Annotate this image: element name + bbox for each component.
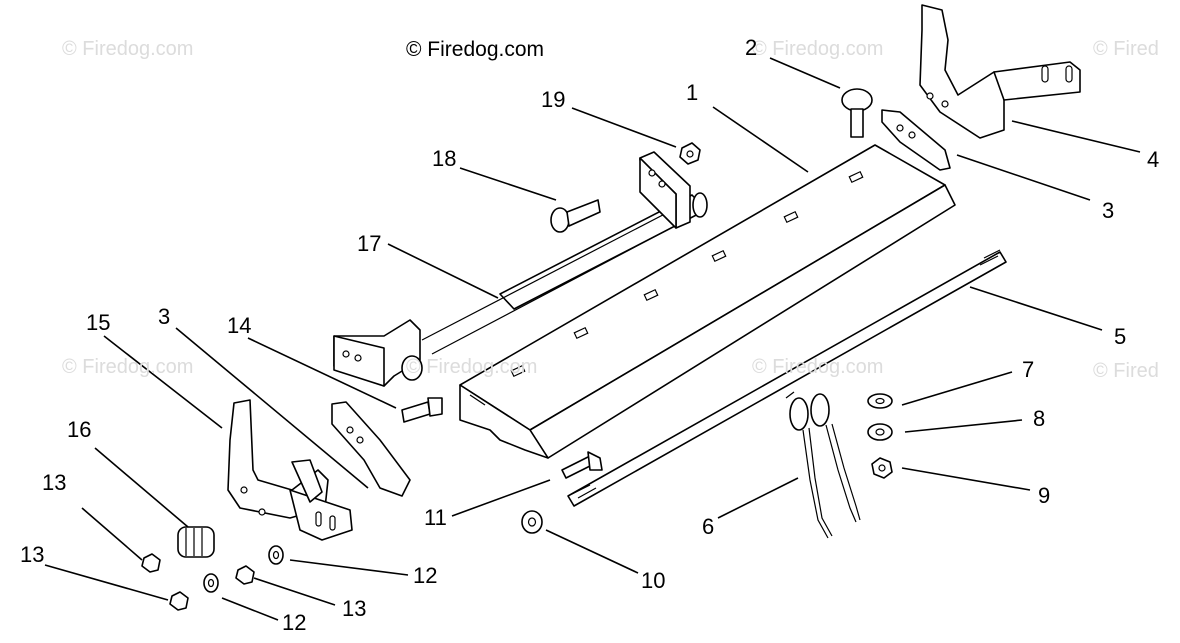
callout-18: 18 xyxy=(432,146,457,171)
callout-1: 1 xyxy=(686,80,699,105)
callout-3: 3 xyxy=(1102,198,1115,223)
callout-19: 19 xyxy=(541,87,566,112)
part-12-washer-b xyxy=(203,573,219,593)
callout-9: 9 xyxy=(1038,483,1051,508)
part-6-torsion-spring xyxy=(785,391,861,539)
callout-11: 11 xyxy=(424,505,447,530)
watermark-faint: © Firedog.com xyxy=(752,356,884,378)
watermark-faint: © Firedog.com xyxy=(62,356,194,378)
deflector-slots xyxy=(510,170,864,378)
part-1-deflector-plate xyxy=(459,144,956,459)
watermark-faint: © Firedog.com xyxy=(752,38,884,60)
callout-16: 16 xyxy=(67,417,92,442)
part-11-bolt xyxy=(561,451,603,479)
part-12-washer-a xyxy=(268,545,284,565)
callout-5: 5 xyxy=(1114,324,1127,349)
part-13-nut-b xyxy=(169,591,189,611)
watermark-main: © Firedog.com xyxy=(406,38,545,61)
part-19-nut xyxy=(679,142,701,165)
watermark-faint: © Firedog.com xyxy=(406,356,538,378)
part-16-spring xyxy=(177,526,215,558)
part-13-nut-a xyxy=(141,553,161,573)
callout-17: 17 xyxy=(357,231,382,256)
callout-13: 13 xyxy=(20,542,45,567)
callout-8: 8 xyxy=(1033,406,1046,431)
callout-12: 12 xyxy=(413,563,438,588)
part-14-bolt xyxy=(401,397,443,423)
callout-13: 13 xyxy=(42,470,67,495)
callout-7: 7 xyxy=(1022,357,1035,382)
callout-12: 12 xyxy=(282,610,307,635)
part-13-nut-c xyxy=(235,565,255,585)
part-8-lock-washer xyxy=(867,423,893,441)
callout-13: 13 xyxy=(342,596,367,621)
part-4-right-bracket xyxy=(919,4,1081,139)
part-17-shaft xyxy=(333,151,708,387)
part-5-threaded-rod xyxy=(567,249,1007,507)
callout-2: 2 xyxy=(745,35,758,60)
callout-4: 4 xyxy=(1147,147,1160,172)
leader-lines xyxy=(44,57,1141,621)
watermark-faint: © Firedog.com xyxy=(62,38,194,60)
part-3-left-bracket xyxy=(331,401,411,497)
part-3-top-bracket xyxy=(881,109,951,171)
watermark-faint-cut: © Fired xyxy=(1093,38,1159,60)
watermark-faint-cut: © Fired xyxy=(1093,360,1159,382)
part-2-carriage-bolt xyxy=(841,88,873,138)
part-9-nut xyxy=(871,457,893,479)
callout-15: 15 xyxy=(86,310,111,335)
callout-3: 3 xyxy=(158,304,171,329)
callout-6: 6 xyxy=(702,514,715,539)
part-18-carriage-bolt xyxy=(550,199,601,233)
callout-10: 10 xyxy=(641,568,666,593)
callout-14: 14 xyxy=(227,313,252,338)
part-7-washer xyxy=(867,393,893,409)
part-15-left-bracket xyxy=(227,399,353,541)
part-10-washer xyxy=(521,510,543,534)
